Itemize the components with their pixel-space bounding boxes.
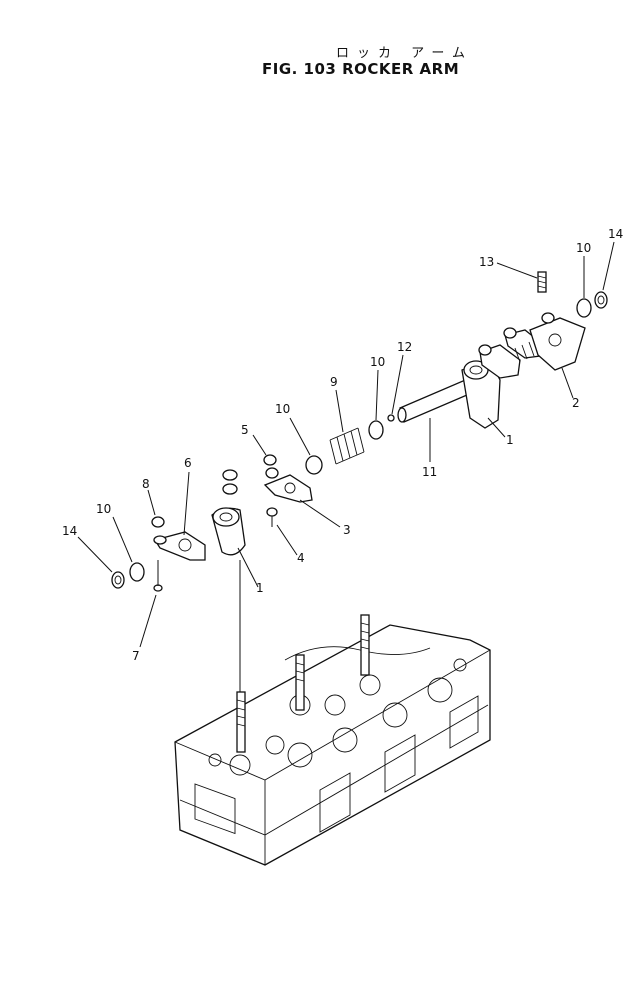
callout-labels: 1 1 2 3 4 5 6 7 8 9 10 10 10 10 11 12 13… [62,227,623,663]
callout-10-shaft: 10 [370,355,385,369]
callout-10-middle: 10 [275,402,290,416]
rocker-arm-3 [263,467,313,503]
callout-9: 9 [330,375,338,389]
callout-4: 4 [297,551,305,565]
adjust-screw-7 [153,560,163,592]
callout-2: 2 [572,396,580,410]
rocker-shaft-11 [397,377,475,423]
callout-6: 6 [184,456,192,470]
stud-bolts [236,614,370,753]
washer-10-shaft [368,420,384,440]
leader-lines [77,241,615,648]
snap-ring-14-left [111,571,125,589]
figure-title: FIG. 103 ROCKER ARM [262,60,460,78]
adjust-nut-8 [151,516,165,528]
screw-13 [537,271,547,293]
callout-7: 7 [132,649,140,663]
nut-5 [263,454,277,466]
rocker-bracket-lower [211,507,246,556]
figure-title-japanese: ロッカ アーム [336,46,473,61]
washer-10-right [576,298,592,318]
spring-9 [329,427,365,465]
ring-12 [387,414,395,422]
rocker-arm-2 [529,312,586,371]
callout-1-lower: 1 [256,581,264,595]
callout-11: 11 [422,465,437,479]
callout-12: 12 [397,340,412,354]
callout-14-left: 14 [62,524,77,538]
upper-rocker-arms [478,327,541,379]
washer-10-middle [305,455,323,475]
snap-ring-14-right [594,291,608,309]
washer-10-left [129,562,145,582]
screw-4 [266,507,278,527]
rocker-arm-6 [153,531,206,561]
callout-5: 5 [241,423,249,437]
callout-10-left: 10 [96,502,111,516]
callout-10-right: 10 [576,241,591,255]
callout-1-upper: 1 [506,433,514,447]
callout-8: 8 [142,477,150,491]
bracket-nuts [222,469,238,495]
callout-3: 3 [343,523,351,537]
cylinder-head [174,624,491,866]
callout-14-right: 14 [608,227,623,241]
callout-13: 13 [479,255,494,269]
